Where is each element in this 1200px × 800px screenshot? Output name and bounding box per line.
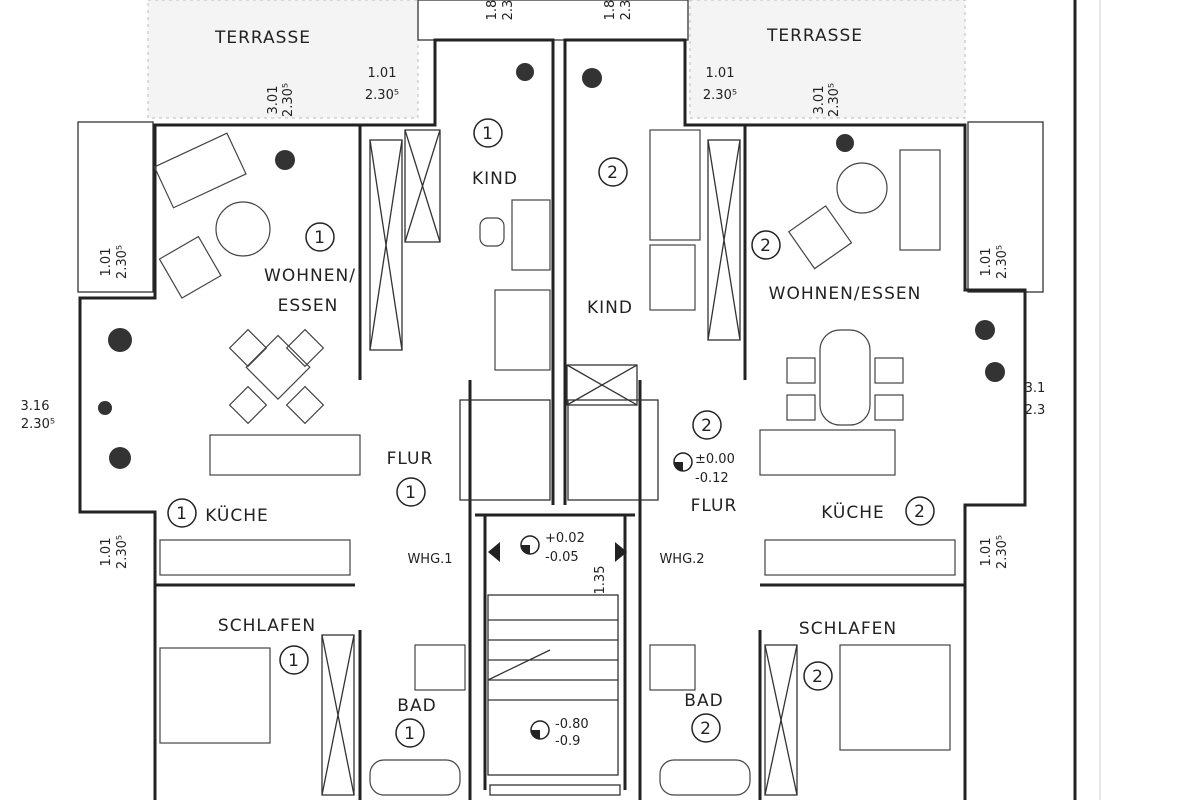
room-number: 1: [176, 504, 188, 524]
dim-label: 3.01: [266, 86, 281, 115]
room-label-wohnen-1: WOHNEN/: [264, 266, 356, 286]
room-number: 2: [700, 719, 712, 739]
furniture: [153, 129, 956, 796]
balcony-left: [77, 121, 154, 293]
room-number: 2: [914, 502, 926, 522]
terrace-left-label: TERRASSE: [214, 28, 311, 48]
room-number: 1: [288, 651, 300, 671]
staircase: [459, 399, 659, 776]
dim-label: 1.35: [593, 566, 608, 595]
dim-label: 1.01: [368, 66, 397, 81]
room-number: 1: [314, 228, 326, 248]
dim-label: 1.8: [603, 0, 618, 20]
room-label-kind-1: KIND: [472, 169, 518, 189]
unit-label-whg-2: WHG.2: [659, 552, 704, 567]
dim-label: 2.30⁵: [365, 88, 399, 103]
level-lower-bottom: -0.9: [555, 734, 580, 749]
room-number: 1: [482, 124, 494, 144]
terrace-right-label: TERRASSE: [766, 26, 863, 46]
dim-label: 2.30⁵: [115, 535, 130, 569]
room-label-bad-2: BAD: [684, 691, 723, 711]
room-label-kind-2: KIND: [587, 298, 633, 318]
level-lower-top: -0.80: [555, 717, 589, 732]
wardrobes: [321, 129, 798, 796]
terrace-left: [147, 0, 419, 119]
dim-label: 1.8: [485, 0, 500, 20]
room-number: 2: [812, 667, 824, 687]
dim-label: 2.30⁵: [703, 88, 737, 103]
room-label-wohnen-essen-2: WOHNEN/ESSEN: [769, 284, 922, 304]
dim-label: 2.30⁵: [827, 83, 842, 117]
level-stair-top: +0.02: [545, 531, 585, 546]
walls: [78, 38, 1027, 800]
dim-label: 2.30⁵: [115, 245, 130, 279]
dim-label: 2.3: [619, 0, 634, 20]
dim-label: 1.01: [99, 538, 114, 567]
dimensions: 3.01 2.30⁵ 1.01 2.30⁵ 1.01 2.30⁵ 3.01 2.…: [21, 0, 1046, 594]
dim-label: 1.01: [99, 248, 114, 277]
balcony-right: [967, 121, 1044, 293]
dim-label: 2.30⁵: [995, 535, 1010, 569]
dim-label: 2.30⁵: [21, 417, 55, 432]
room-label-schlafen-2: SCHLAFEN: [799, 619, 897, 639]
room-label-schlafen-1: SCHLAFEN: [218, 616, 316, 636]
room-number: 1: [405, 483, 417, 503]
room-label-bad-1: BAD: [397, 696, 436, 716]
level-stair-bottom: -0.05: [545, 550, 579, 565]
dim-label: 2.30⁵: [281, 83, 296, 117]
level-flur-2-top: ±0.00: [695, 452, 735, 467]
dim-label: 1.01: [979, 248, 994, 277]
plant-icons: [98, 63, 1005, 469]
room-label-flur-1: FLUR: [387, 449, 434, 469]
room-label-essen-1: ESSEN: [278, 296, 339, 316]
terrace-right: [689, 0, 966, 119]
dim-label: 2.3: [501, 0, 516, 20]
room-label-flur-2: FLUR: [691, 496, 738, 516]
dim-label: 1.01: [706, 66, 735, 81]
room-number: 2: [760, 236, 772, 256]
dim-label: 3.1: [1025, 381, 1046, 396]
level-markers: [488, 452, 693, 740]
unit-label-whg-1: WHG.1: [407, 552, 452, 567]
room-number: 2: [607, 163, 619, 183]
balcony-top: [417, 0, 689, 41]
room-number-circles: [167, 118, 935, 748]
room-number: 1: [404, 724, 416, 744]
room-label-kueche-1: KÜCHE: [205, 504, 269, 526]
room-label-kueche-2: KÜCHE: [821, 501, 885, 523]
dim-label: 3.01: [812, 86, 827, 115]
dim-label: 2.30⁵: [995, 245, 1010, 279]
dim-label: 3.16: [21, 399, 50, 414]
level-flur-2-bottom: -0.12: [695, 471, 729, 486]
dim-label: 1.01: [979, 538, 994, 567]
dim-label: 2.3: [1025, 403, 1046, 418]
room-number: 2: [701, 416, 713, 436]
